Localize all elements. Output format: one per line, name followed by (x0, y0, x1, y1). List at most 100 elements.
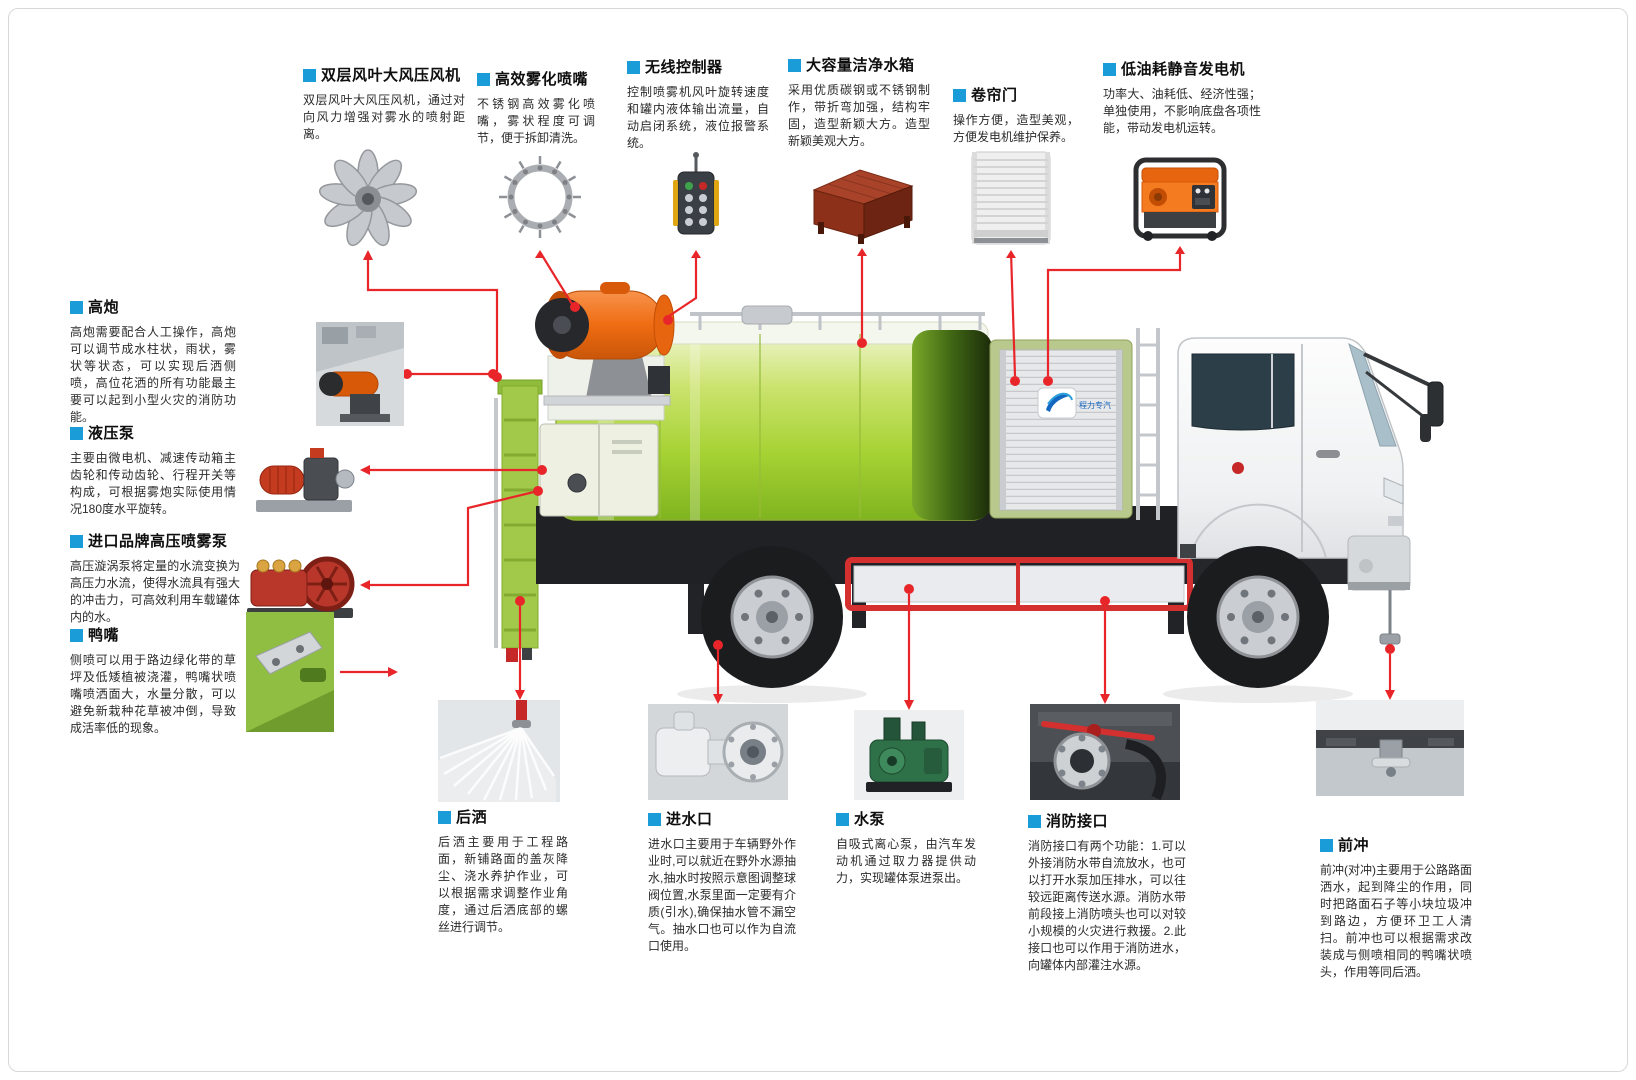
callout-title: 进水口 (648, 808, 796, 829)
callout-desc: 功率大、油耗低、经济性强；单独使用，不影响底盘各项性能，带动发电机运转。 (1103, 87, 1261, 135)
callout-nozzle: 高效雾化喷嘴 不锈钢高效雾化喷嘴，雾状程度可调节，便于拆卸清洗。 (477, 68, 595, 147)
callout-title-text: 液压泵 (88, 425, 135, 442)
tank-manhole (741, 305, 793, 325)
connector-dots (360, 246, 1395, 710)
callout-title: 消防接口 (1028, 810, 1186, 831)
water-inlet-icon (648, 704, 788, 800)
callout-title-text: 高效雾化喷嘴 (495, 71, 589, 88)
door-window (1191, 353, 1295, 431)
callout-title: 无线控制器 (627, 56, 769, 77)
title-marker-icon (477, 72, 490, 86)
callout-title: 大容量洁净水箱 (788, 54, 930, 75)
door-handle (1316, 450, 1340, 458)
water-tank-icon (812, 169, 914, 244)
rear-spray-photo (438, 700, 560, 802)
callout-title: 双层风叶大风压风机 (303, 64, 465, 85)
truck-cab (1177, 337, 1444, 591)
roller-shutter-door (999, 349, 1123, 511)
title-marker-icon (438, 810, 451, 824)
callout-desc: 不锈钢高效雾化喷嘴，雾状程度可调节，便于拆卸清洗。 (477, 97, 595, 145)
callout-title: 卷帘门 (953, 84, 1079, 105)
callout-desc: 主要由微电机、减速传动箱主齿轮和传动齿轮、行程开关等构成，可根据雾炮实际使用情况… (70, 451, 236, 516)
title-marker-icon (70, 534, 83, 548)
fog-light (1359, 559, 1373, 573)
title-marker-icon (70, 628, 83, 642)
cannon-photo (316, 322, 404, 426)
side-guard-rail (845, 557, 1193, 611)
callout-title-text: 高炮 (88, 299, 120, 316)
connector-lines (340, 248, 1392, 704)
brand-logo: 程力专汽 (1037, 387, 1111, 419)
grille (1388, 516, 1404, 526)
front-flush-icon (1316, 700, 1464, 796)
callout-title-text: 进口品牌高压喷雾泵 (88, 533, 228, 550)
title-marker-icon (836, 812, 849, 826)
fan-photo (308, 148, 428, 250)
callout-title-text: 鸭嘴 (88, 627, 120, 644)
nozzle-ring-icon (499, 156, 581, 238)
callout-title-text: 后洒 (456, 809, 488, 826)
ground-shadow (677, 685, 1353, 703)
callout-desc: 侧喷可以用于路边绿化带的草坪及低矮植被浇灌，鸭嘴状喷嘴喷洒面大，水量分散，可以避… (70, 653, 236, 735)
front-wheel (1187, 546, 1329, 688)
hydraulic-pump-icon (256, 448, 355, 512)
title-marker-icon (648, 812, 661, 826)
equipment-cabinet: 程力专汽 (989, 328, 1160, 520)
callout-desc: 双层风叶大风压风机，通过对向风力增强对雾水的喷射距离。 (303, 93, 465, 141)
callout-title-text: 前冲 (1338, 837, 1370, 854)
rear-wheel (701, 546, 843, 688)
duckbill-photo (246, 612, 334, 732)
front-flush-photo (1316, 700, 1464, 796)
callout-desc: 前冲(对冲)主要用于公路路面洒水，起到降尘的作用，同时把路面石子等小块垃圾冲到路… (1320, 863, 1472, 979)
callout-rear-spray: 后洒 后洒主要用于工程路面，新铺路面的盖灰降尘、浇水养护作业，可以根据需求调整作… (438, 806, 568, 936)
callout-title: 前冲 (1320, 834, 1472, 855)
callout-desc: 后洒主要用于工程路面，新铺路面的盖灰降尘、浇水养护作业，可以根据需求调整作业角度… (438, 835, 568, 934)
callout-title-text: 低油耗静音发电机 (1121, 61, 1246, 78)
title-marker-icon (1028, 814, 1041, 828)
water-tank-photo (798, 158, 926, 246)
front-bumper (1347, 535, 1411, 591)
callout-desc: 进水口主要用于车辆野外作业时,可以就近在野外水源抽水,抽水时按照示意图调整球阀位… (648, 837, 796, 953)
water-pump-icon (854, 710, 964, 800)
callout-desc: 采用优质碳钢或不锈钢制作，带折弯加强，结构牢固，造型新颖大方。造型新颖美观大方。 (788, 83, 930, 148)
fan-blades-icon (318, 149, 418, 247)
title-marker-icon (953, 88, 966, 102)
callout-title: 水泵 (836, 808, 976, 829)
callout-title: 高效雾化喷嘴 (477, 68, 595, 89)
callout-fire-connector: 消防接口 消防接口有两个功能：1.可以外接消防水带自流放水，也可以打开水泵加压排… (1028, 810, 1186, 974)
callout-front-flush: 前冲 前冲(对冲)主要用于公路路面洒水，起到降尘的作用，同时把路面石子等小块垃圾… (1320, 834, 1472, 981)
callout-title: 低油耗静音发电机 (1103, 58, 1261, 79)
side-mirror (1427, 381, 1444, 427)
callout-desc: 自吸式离心泵，由汽车发动机通过取力器提供动力，实现罐体泵进泵出。 (836, 837, 976, 885)
callout-title-text: 水泵 (854, 811, 886, 828)
title-marker-icon (1320, 838, 1333, 852)
callout-title: 进口品牌高压喷雾泵 (70, 530, 240, 551)
page-border (8, 8, 1628, 1072)
callout-spray-pump: 进口品牌高压喷雾泵 高压漩涡泵将定量的水流变换为高压力水流，使得水流具有强大的冲… (70, 530, 240, 626)
callout-desc: 高炮需要配合人工操作，高炮可以调节成水柱状，雨状，雾状等状态，可以实现后洒侧喷，… (70, 325, 236, 424)
callout-title: 鸭嘴 (70, 624, 236, 645)
shutter-photo (958, 148, 1064, 248)
title-marker-icon (788, 58, 801, 72)
front-flush-hardware (1379, 590, 1401, 645)
callout-title-text: 消防接口 (1046, 813, 1109, 830)
callout-desc: 消防接口有两个功能：1.可以外接消防水带自流放水，也可以打开水泵加压排水，可以往… (1028, 839, 1186, 972)
brand-logo-text: 程力专汽 (1079, 400, 1111, 410)
control-cabinet (539, 423, 659, 517)
title-marker-icon (303, 68, 316, 82)
roller-shutter-icon (971, 151, 1051, 245)
fire-hose-connector-icon (1030, 704, 1180, 800)
wireless-remote-icon (673, 152, 719, 235)
callout-fan: 双层风叶大风压风机 双层风叶大风压风机，通过对向风力增强对雾水的喷射距离。 (303, 64, 465, 143)
callout-title-text: 无线控制器 (645, 59, 723, 76)
callout-title-text: 大容量洁净水箱 (806, 57, 915, 74)
callout-title: 液压泵 (70, 422, 236, 443)
water-inlet-photo (648, 704, 788, 800)
callout-cannon: 高炮 高炮需要配合人工操作，高炮可以调节成水柱状，雨状，雾状等状态，可以实现后洒… (70, 296, 236, 426)
title-marker-icon (1103, 62, 1116, 76)
callout-desc: 操作方便，造型美观，方便发电机维护保养。 (953, 113, 1079, 144)
callout-desc: 高压漩涡泵将定量的水流变换为高压力水流，使得水流具有强大的冲击力，可高效利用车载… (70, 559, 240, 624)
title-marker-icon (627, 60, 640, 74)
callout-hydraulic-pump: 液压泵 主要由微电机、减速传动箱主齿轮和传动齿轮、行程开关等构成，可根据雾炮实际… (70, 422, 236, 518)
